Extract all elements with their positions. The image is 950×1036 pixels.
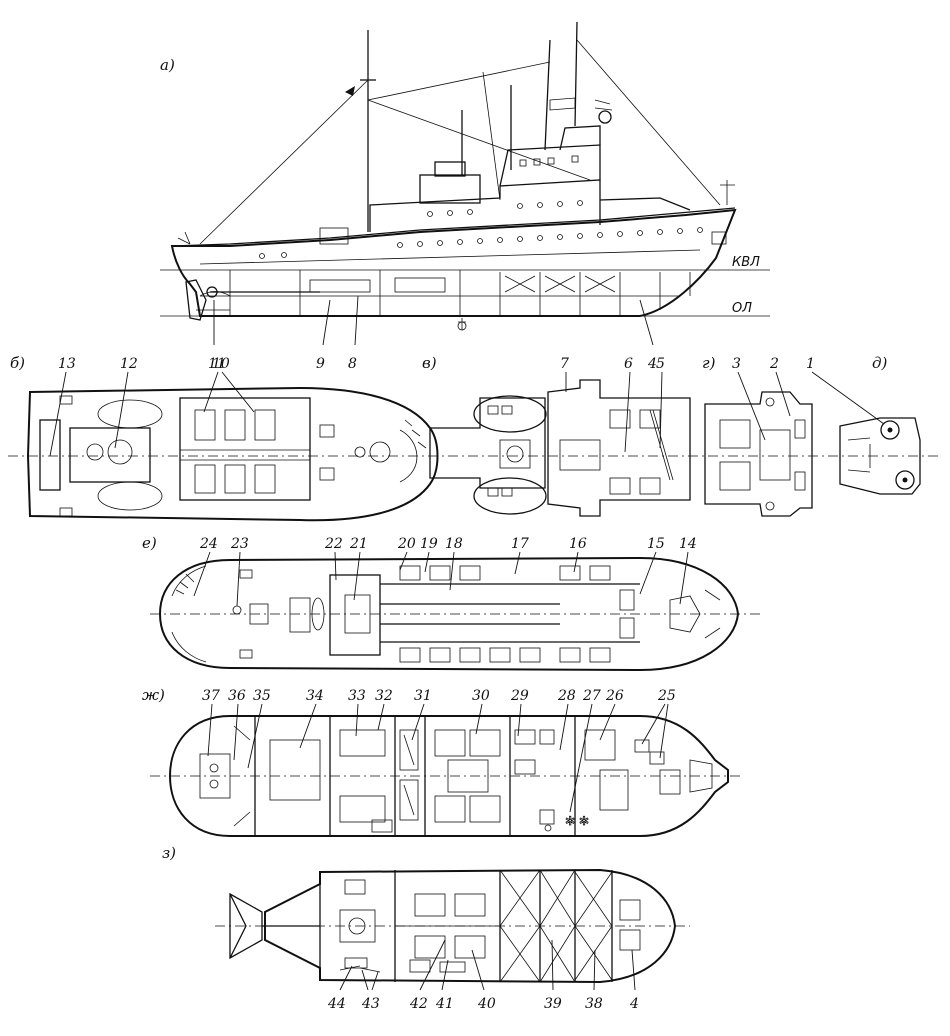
callout-42: 42 — [409, 996, 428, 1012]
callout-5: 5 — [656, 356, 665, 372]
callout-27: 27 — [582, 688, 601, 704]
deckhouse-b — [179, 397, 311, 501]
kvl-label: КВЛ — [732, 255, 760, 270]
callout-31: 31 — [414, 688, 432, 704]
callout-22: 22 — [324, 536, 343, 552]
superstructure — [177, 21, 735, 245]
deck-b-callouts: 13 12 10 — [49, 356, 255, 457]
svg-text:✲ ✲: ✲ ✲ — [565, 814, 589, 828]
callout-32: 32 — [375, 688, 393, 704]
callout-41: 41 — [435, 996, 454, 1012]
view-label-b: б) — [10, 354, 25, 372]
callout-13: 13 — [58, 356, 76, 372]
view-label-d: д) — [872, 354, 888, 372]
deck-b-outline — [26, 386, 439, 522]
callout-21: 21 — [349, 536, 368, 552]
deck-plan-e: е) — [142, 534, 760, 672]
callout-28: 28 — [557, 688, 576, 704]
callout-25: 25 — [657, 688, 676, 704]
deck-e-outline — [158, 556, 740, 672]
callout-39: 39 — [544, 996, 562, 1012]
callout-2: 2 — [769, 356, 779, 372]
deck-plan-zh: ж) — [142, 686, 740, 837]
callout-9: 9 — [316, 356, 325, 372]
callout-44: 44 — [327, 996, 346, 1012]
callout-33: 33 — [348, 688, 366, 704]
callout-35: 35 — [253, 688, 271, 704]
sheer-line — [171, 207, 736, 247]
ol-label: ОЛ — [732, 301, 752, 316]
propeller-rudder — [185, 279, 467, 331]
callout-20: 20 — [397, 536, 416, 552]
profile-view: а) КВЛ ОЛ — [160, 21, 770, 372]
view-label-a: а) — [160, 56, 175, 74]
callout-8: 8 — [348, 356, 357, 372]
deck-z-outline — [264, 868, 677, 984]
callout-38: 38 — [585, 996, 603, 1012]
callout-40: 40 — [477, 996, 496, 1012]
callout-7: 7 — [560, 356, 569, 372]
callout-3: 3 — [732, 356, 741, 372]
deck-v-callouts: 7 6 5 — [560, 356, 665, 453]
callout-37: 37 — [202, 688, 220, 704]
profile-callouts: 11 9 8 4 — [208, 295, 657, 372]
deck-plan-b: б) 13 12 10 — [8, 354, 940, 522]
view-label-zh: ж) — [142, 686, 165, 704]
callout-6: 6 — [624, 356, 633, 372]
callout-24: 24 — [199, 536, 218, 552]
deck-plan-d: д) 1 — [806, 354, 921, 495]
callout-34: 34 — [306, 688, 324, 704]
callout-12: 12 — [120, 356, 138, 372]
callout-15: 15 — [647, 536, 665, 552]
deck-zh-callouts: 37 36 35 34 33 32 31 30 29 28 27 26 25 — [202, 688, 676, 813]
callout-29: 29 — [510, 688, 529, 704]
callout-36: 36 — [228, 688, 246, 704]
callout-10: 10 — [212, 356, 230, 372]
callout-14: 14 — [679, 536, 697, 552]
deck-plan-v: в) 7 6 5 — [422, 354, 691, 517]
deck-d-callouts: 1 — [806, 356, 885, 425]
callout-43: 43 — [361, 996, 380, 1012]
view-label-e: е) — [142, 534, 157, 552]
deck-plan-z: з) — [162, 844, 690, 1012]
callout-4: 4 — [647, 356, 657, 372]
deck-line — [199, 249, 701, 265]
deck-plan-g: г) 3 2 — [702, 354, 813, 517]
hull-compartments — [196, 270, 691, 316]
callout-26: 26 — [605, 688, 624, 704]
deck-z-callouts: 44 43 42 41 40 39 38 4 — [327, 939, 639, 1012]
callout-16: 16 — [569, 536, 587, 552]
callout-1: 1 — [806, 356, 815, 372]
callout-30: 30 — [472, 688, 490, 704]
callout-17: 17 — [511, 536, 529, 552]
callout-4-lower: 4 — [629, 996, 639, 1012]
callout-18: 18 — [445, 536, 463, 552]
deck-g-callouts: 3 2 — [732, 356, 791, 441]
view-label-g: г) — [702, 354, 716, 372]
callout-11: 11 — [208, 356, 226, 372]
callout-23: 23 — [230, 536, 249, 552]
view-label-z: з) — [162, 844, 176, 862]
deck-zh-outline — [168, 715, 729, 837]
stern-skeg — [229, 892, 263, 960]
hull-outline — [170, 208, 737, 317]
view-label-v: в) — [422, 354, 437, 372]
callout-19: 19 — [420, 536, 438, 552]
winch-b — [69, 427, 151, 483]
deck-e-callouts: 24 23 22 21 20 19 18 17 16 15 14 — [193, 536, 697, 607]
portholes — [259, 227, 703, 259]
